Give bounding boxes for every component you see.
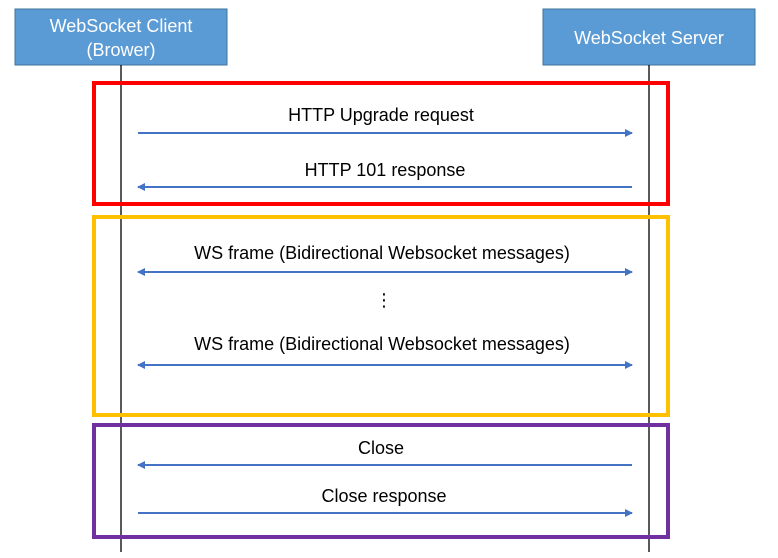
continuation-ellipsis: ⋮ [375, 290, 393, 310]
close-group-box [92, 423, 670, 539]
server-participant-box [542, 8, 756, 66]
message-label: WS frame (Bidirectional Websocket messag… [194, 243, 570, 263]
message-label: Close response [321, 486, 446, 506]
message-label: WS frame (Bidirectional Websocket messag… [194, 334, 570, 354]
client-participant: WebSocket Client (Brower) [14, 8, 228, 66]
message-label: Close [358, 438, 404, 458]
client-participant-label-line1: WebSocket Client [50, 16, 193, 36]
client-participant-box [14, 8, 228, 66]
server-participant-label: WebSocket Server [574, 28, 724, 48]
handshake-group-box [92, 81, 670, 206]
server-participant: WebSocket Server [542, 8, 756, 66]
client-participant-label-line2: (Brower) [86, 40, 155, 60]
data-transfer-group-box [92, 215, 670, 417]
message-label: HTTP Upgrade request [288, 105, 474, 125]
message-label: HTTP 101 response [305, 160, 466, 180]
